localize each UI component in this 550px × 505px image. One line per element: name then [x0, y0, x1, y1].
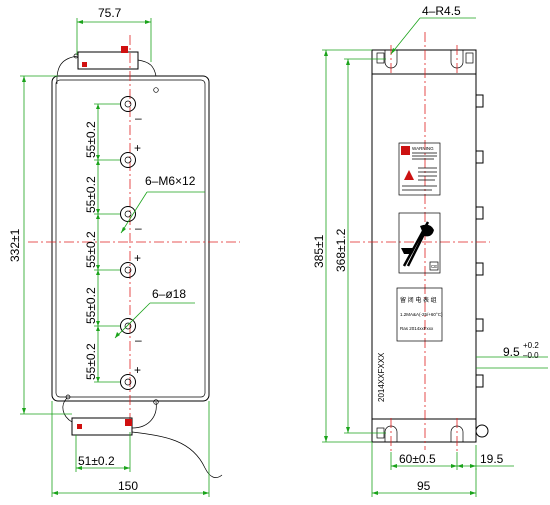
thread-callout: 6–M6×12	[120, 174, 205, 234]
bottom-connector	[62, 394, 223, 478]
bottom-lead-port	[475, 424, 489, 438]
dim-side-bottom: 60±0.5 19.5	[390, 445, 514, 470]
dim-label: 55±0.2	[84, 176, 98, 213]
nameplate: 留 闭 电 表 组 1.2MA&A(-25/+60°C) Ras 2014xxF…	[396, 287, 443, 342]
dim-side-total-width: 95	[371, 442, 477, 497]
dim-label: 60±0.5	[399, 452, 436, 466]
dim-side-height-inner: 368±1.2	[334, 58, 386, 434]
top-connector	[56, 46, 159, 93]
dim-label: 385±1	[312, 234, 326, 268]
dim-label: 150	[118, 479, 138, 493]
dim-total-height: 332±1	[8, 75, 72, 415]
slot-label: 4–R4.5	[422, 4, 461, 18]
slot-callout: 4–R4.5	[390, 4, 476, 55]
terminal: +	[120, 141, 141, 168]
top-connector-tag	[121, 46, 128, 53]
terminal-sign: –	[135, 111, 142, 125]
bottom-wire-end	[65, 394, 71, 400]
bottom-flange	[371, 418, 477, 443]
dim-label: 55±0.2	[84, 343, 98, 380]
recycle-label: CE	[398, 212, 441, 274]
bottom-lead-wire	[131, 431, 223, 478]
dim-label: 51±0.2	[78, 454, 115, 468]
svg-text:WARNING: WARNING	[412, 146, 434, 151]
bottom-wire-port	[153, 399, 159, 405]
nameplate-line: Ras 2014xxFxxx	[400, 326, 434, 331]
side-body-outline	[371, 73, 477, 420]
dim-label: 332±1	[8, 228, 22, 262]
dim-tol-plus: +0.2	[523, 341, 539, 350]
bottom-wire-up	[131, 401, 157, 429]
dim-pitch-chain: 55±0.2 55±0.2 55±0.2 55±0.2 55±0.2	[84, 103, 120, 383]
top-wire-right	[137, 59, 157, 77]
front-body-inner	[55, 79, 206, 398]
dim-label: 19.5	[480, 452, 504, 466]
dim-tol-minus: –0.0	[523, 351, 539, 360]
terminal-sign: +	[134, 141, 141, 155]
terminal-sign: –	[135, 333, 142, 347]
bottom-connector-tag	[125, 419, 132, 426]
top-connector-marker	[82, 62, 87, 67]
dim-label: 75.7	[98, 6, 122, 20]
terminal: +	[120, 251, 141, 278]
terminal-sign: –	[135, 221, 142, 235]
dim-side-offset: 9.5 +0.2 –0.0	[476, 341, 548, 369]
bottom-connector-marker	[77, 424, 82, 429]
top-connector-body	[77, 51, 139, 70]
terminal-sign: +	[134, 363, 141, 377]
top-wire-port	[153, 87, 159, 93]
dim-total-width: 150	[51, 401, 210, 497]
top-flange	[371, 49, 477, 75]
terminal: –	[120, 318, 142, 347]
thread-label: 6–M6×12	[145, 174, 196, 188]
terminal: –	[120, 96, 142, 125]
dim-label: 368±1.2	[334, 228, 348, 272]
dim-label: 55±0.2	[84, 287, 98, 324]
dim-label: 9.5	[503, 345, 520, 359]
top-flange-tab	[465, 52, 474, 64]
terminal-sign: +	[134, 251, 141, 265]
dim-top-width: 75.7	[76, 6, 152, 62]
warning-label: WARNING	[398, 142, 441, 196]
bottom-wire-left	[62, 397, 73, 423]
top-flange-tab	[376, 52, 385, 64]
terminal: +	[120, 363, 141, 390]
dim-label: 55±0.2	[84, 231, 98, 268]
hole-callout: 6–ø18	[114, 287, 195, 339]
side-view: WARNING CE 留 闭 电 表 组 1.2MA&A(-25/+60°C	[312, 4, 548, 497]
dim-label: 55±0.2	[84, 121, 98, 158]
svg-text:CE: CE	[431, 264, 437, 269]
model-label: 2014XXFXXX	[377, 352, 386, 402]
bottom-connector-body	[71, 417, 133, 436]
front-body-outline	[51, 75, 210, 402]
dim-label: 95	[417, 479, 431, 493]
nameplate-line: 1.2MA&A(-25/+60°C)	[400, 312, 443, 317]
terminals: – + – + – +	[120, 96, 142, 390]
front-view: – + – + – +	[8, 6, 240, 497]
dim-side-height-outer: 385±1	[312, 49, 372, 443]
hole-label: 6–ø18	[152, 287, 186, 301]
side-terminals	[475, 94, 484, 388]
top-wire-end	[73, 53, 79, 59]
dim-bracket-width: 51±0.2	[75, 432, 131, 472]
nameplate-title: 留 闭 电 表 组	[400, 296, 437, 304]
